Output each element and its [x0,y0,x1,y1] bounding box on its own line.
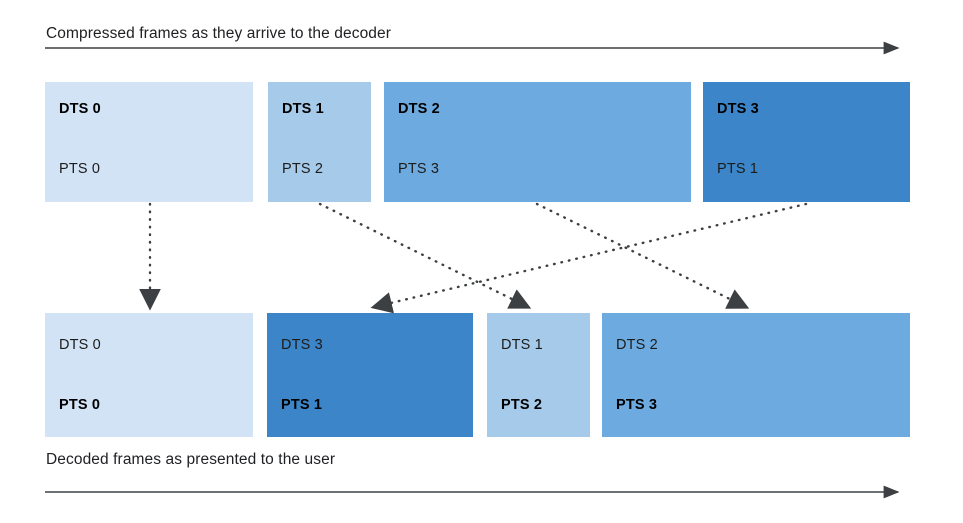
frame-dts-label: DTS 0 [59,101,101,117]
frame-3-connector [370,202,808,314]
compressed-frame-1[interactable]: DTS 1 PTS 2 [268,82,371,202]
frame-1-connector [318,202,532,309]
frame-pts-label: PTS 1 [281,397,323,413]
frame-pts-label: PTS 1 [717,161,759,177]
decoded-frame-1[interactable]: DTS 3 PTS 1 [267,313,473,437]
frame-pts-label: PTS 2 [282,161,324,177]
compressed-frame-0[interactable]: DTS 0 PTS 0 [45,82,253,202]
frame-dts-label: DTS 1 [501,337,543,353]
frame-dts-label: DTS 3 [281,337,323,353]
frame-pts-label: PTS 2 [501,397,543,413]
decoded-frame-0[interactable]: DTS 0 PTS 0 [45,313,253,437]
bottom-timeline-axis [45,485,900,499]
decoded-frame-2[interactable]: DTS 1 PTS 2 [487,313,590,437]
bottom-caption: Decoded frames as presented to the user [46,451,336,468]
frame-pts-label: PTS 3 [398,161,440,177]
top-caption: Compressed frames as they arrive to the … [46,25,391,42]
top-timeline-axis [45,41,900,55]
decoded-frame-3[interactable]: DTS 2 PTS 3 [602,313,910,437]
frame-dts-label: DTS 1 [282,101,324,117]
frame-dts-label: DTS 2 [398,101,440,117]
frame-dts-label: DTS 2 [616,337,658,353]
frame-dts-label: DTS 0 [59,337,101,353]
frame-pts-label: PTS 0 [59,161,101,177]
frame-pts-label: PTS 0 [59,397,101,413]
frame-2-connector [535,202,750,309]
compressed-frame-2[interactable]: DTS 2 PTS 3 [384,82,691,202]
frame-pts-label: PTS 3 [616,397,658,413]
compressed-frame-3[interactable]: DTS 3 PTS 1 [703,82,910,202]
frame-dts-label: DTS 3 [717,101,759,117]
